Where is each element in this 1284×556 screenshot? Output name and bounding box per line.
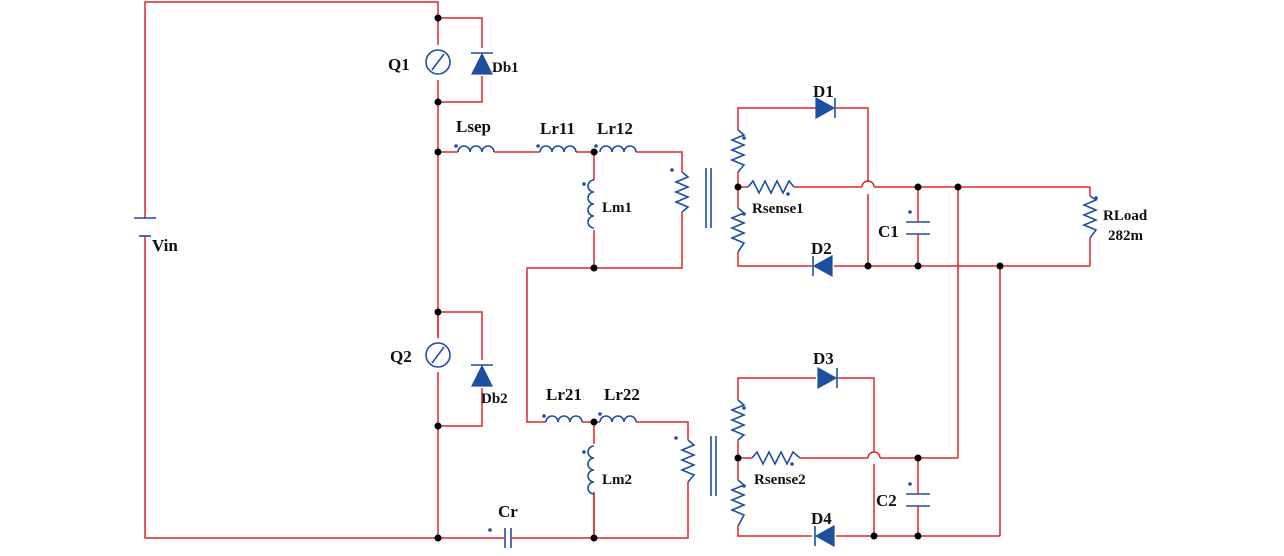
- vin-battery-symbol: [134, 217, 156, 237]
- d2-diode-symbol: [812, 254, 833, 278]
- lr12-inductor-symbol: [594, 144, 637, 153]
- c2-label: C2: [876, 491, 897, 510]
- rsense1-label: Rsense1: [752, 201, 804, 217]
- db2-label: Db2: [481, 391, 508, 407]
- wires: [144, 1, 1091, 539]
- vin-label: Vin: [152, 236, 178, 255]
- d4-label: D4: [811, 509, 832, 528]
- lr11-inductor-symbol: [536, 144, 577, 153]
- lm2-inductor-symbol: [582, 445, 595, 495]
- rsense2-label: Rsense2: [754, 472, 806, 488]
- rsense1-resistor-symbol: [747, 179, 795, 196]
- d3-label: D3: [813, 349, 834, 368]
- db2-diode-symbol: [471, 364, 493, 387]
- lr21-label: Lr21: [546, 385, 582, 404]
- q2-switch-symbol: [425, 342, 451, 368]
- db1-label: Db1: [492, 60, 519, 76]
- d1-diode-symbol: [815, 96, 836, 120]
- db1-diode-symbol: [471, 52, 493, 75]
- rload-resistor-symbol: [1081, 195, 1099, 239]
- d2-label: D2: [811, 239, 832, 258]
- rload-value-label: 282m: [1108, 228, 1144, 244]
- lr22-inductor-symbol: [598, 412, 637, 423]
- c1-label: C1: [878, 222, 899, 241]
- rload-label: RLoad: [1103, 208, 1148, 224]
- lm2-label: Lm2: [602, 472, 632, 488]
- lr12-label: Lr12: [597, 119, 633, 138]
- lsep-label: Lsep: [456, 117, 491, 136]
- lr22-label: Lr22: [604, 385, 640, 404]
- d3-diode-symbol: [817, 366, 838, 390]
- q2-label: Q2: [390, 347, 412, 366]
- transformer-2-symbol: [674, 399, 747, 527]
- cr-label: Cr: [498, 502, 518, 521]
- lr21-inductor-symbol: [542, 414, 583, 423]
- lm1-label: Lm1: [602, 200, 632, 216]
- component-labels: Vin Q1 Db1 Q2 Db2 Lsep Lr11 Lr12 Lm1 Lr2…: [152, 55, 1148, 528]
- q1-label: Q1: [388, 55, 410, 74]
- d4-diode-symbol: [814, 524, 835, 548]
- q1-switch-symbol: [425, 49, 451, 75]
- lm1-inductor-symbol: [582, 179, 595, 229]
- cr-capacitor-symbol: [488, 528, 518, 548]
- transformer-1-symbol: [670, 129, 747, 253]
- junction-nodes: [434, 14, 1004, 542]
- c1-capacitor-symbol: [906, 210, 930, 238]
- d1-label: D1: [813, 82, 834, 101]
- lr11-label: Lr11: [540, 119, 575, 138]
- rsense2-resistor-symbol: [751, 450, 801, 466]
- lsep-inductor-symbol: [454, 144, 495, 153]
- c2-capacitor-symbol: [906, 482, 930, 510]
